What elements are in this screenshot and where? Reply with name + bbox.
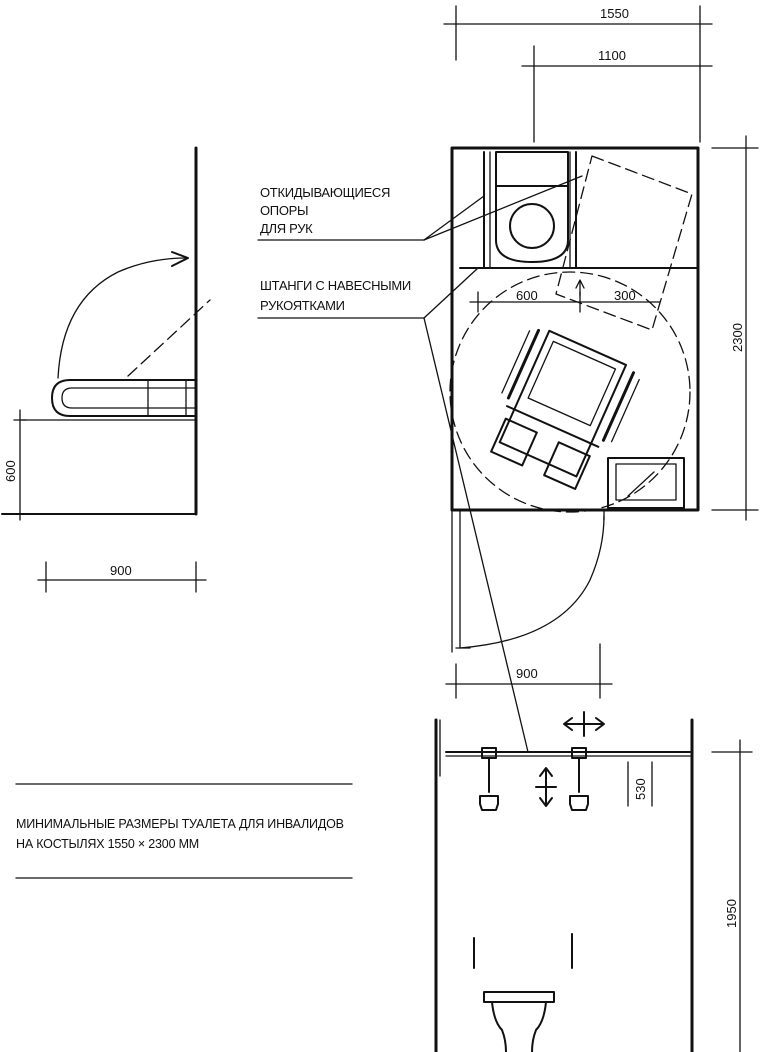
turning-circle — [449, 271, 691, 513]
dim-top-width: 1550 — [443, 5, 713, 143]
toilet-elevation-bottom: 530 — [434, 711, 694, 1052]
dim-bottom-height-label: 1950 — [724, 899, 739, 928]
dim-door-width-label: 900 — [516, 666, 538, 681]
dim-right-height: 2300 — [711, 135, 759, 521]
sink-icon — [607, 457, 685, 509]
dim-left-height-label: 600 — [3, 460, 18, 482]
label-folding-supports: ОТКИДЫВАЮЩИЕСЯ ОПОРЫ ДЛЯ РУК — [257, 175, 583, 241]
wheelchair-icon — [490, 328, 640, 491]
dim-left-width-label: 900 — [110, 563, 132, 578]
door-swing-arc — [459, 515, 605, 649]
dim-handle-drop-label: 530 — [633, 778, 648, 800]
dim-bottom-height: 1950 — [711, 739, 753, 1052]
grab-bar-swing-arc — [57, 257, 187, 379]
svg-text:РУКОЯТКАМИ: РУКОЯТКАМИ — [260, 298, 345, 313]
dim-right-height-label: 2300 — [730, 323, 745, 352]
caption-line-2: НА КОСТЫЛЯХ 1550 × 2300 ММ — [16, 837, 199, 851]
wheelchair-maneuver-outline — [555, 155, 693, 331]
hanging-handle-icon — [479, 747, 499, 811]
toilet-elevation-icon — [483, 991, 555, 1052]
svg-text:ОТКИДЫВАЮЩИЕСЯ: ОТКИДЫВАЮЩИЕСЯ — [260, 185, 390, 200]
dim-turn-left-label: 600 — [516, 288, 538, 303]
vertical-move-arrow-icon — [535, 767, 557, 807]
caption-block: МИНИМАЛЬНЫЕ РАЗМЕРЫ ТУАЛЕТА ДЛЯ ИНВАЛИДО… — [15, 783, 353, 879]
dim-door-width: 900 — [445, 643, 613, 699]
svg-text:ОПОРЫ: ОПОРЫ — [260, 203, 308, 218]
hanging-handle-icon — [569, 747, 589, 811]
caption-line-1: МИНИМАЛЬНЫЕ РАЗМЕРЫ ТУАЛЕТА ДЛЯ ИНВАЛИДО… — [16, 817, 344, 831]
svg-text:ШТАНГИ С НАВЕСНЫМИ: ШТАНГИ С НАВЕСНЫМИ — [260, 278, 411, 293]
dim-inner-width: 1100 — [521, 45, 713, 143]
toilet-bowl-icon — [495, 151, 569, 263]
toilet-plan-top: 600 300 — [449, 146, 700, 653]
label-bars-with-handles: ШТАНГИ С НАВЕСНЫМИ РУКОЯТКАМИ — [257, 267, 529, 753]
dim-inner-width-label: 1100 — [598, 48, 626, 63]
svg-text:ДЛЯ РУК: ДЛЯ РУК — [260, 221, 313, 236]
dim-left-height: 600 — [3, 409, 27, 521]
grab-bar-elevation — [1, 146, 211, 516]
horizontal-move-arrow-icon — [563, 711, 605, 737]
grab-bar-icon — [51, 379, 197, 417]
dim-left-width: 900 — [37, 561, 207, 593]
dim-top-width-label: 1550 — [600, 6, 629, 21]
dim-turn-right-label: 300 — [614, 288, 636, 303]
